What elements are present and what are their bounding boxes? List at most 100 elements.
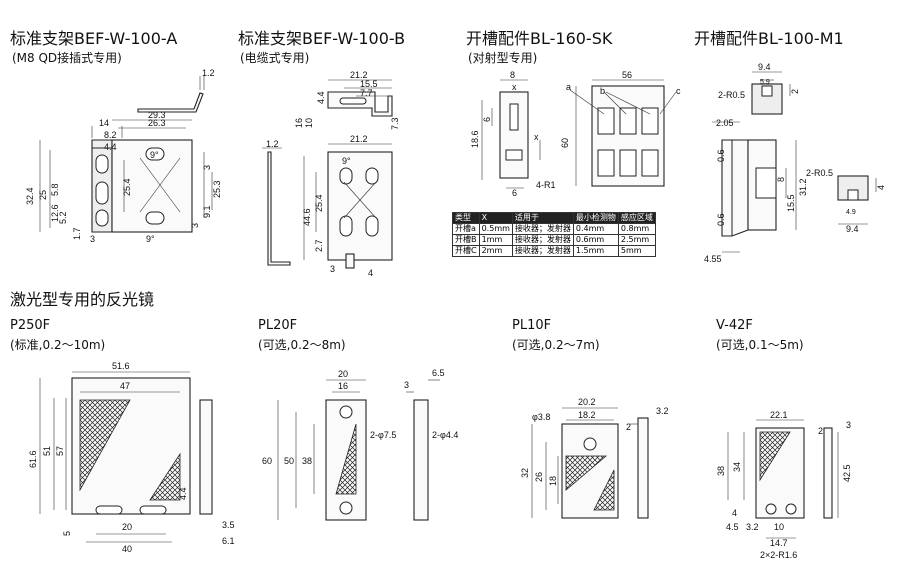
dim: 4.5 (726, 522, 739, 532)
bl100-end-notch (847, 189, 859, 201)
dim: 38 (302, 456, 312, 466)
table-header-cell: 类型 (452, 212, 480, 224)
table-header-row: 类型 X 适用于 最小检测物 感应区域 (452, 212, 656, 224)
dim: 4 (732, 508, 737, 518)
dim: 42.5 (842, 464, 852, 482)
bl160-slot-a1 (597, 107, 615, 135)
table-header-cell: 适用于 (511, 212, 574, 224)
bl160-slot-c2 (641, 149, 659, 177)
pl10f-reflector-lower (593, 469, 615, 511)
dim: 20.2 (578, 397, 596, 407)
bl160-slot-lower (505, 149, 523, 161)
bef-w-100-a-drawing (39, 76, 213, 233)
subtitle-v-42f: (可选,0.1～5m) (716, 338, 804, 352)
bef-a-slot-top (145, 147, 165, 161)
dim: 21.2 (350, 134, 368, 144)
dim: 2×2-R1.6 (760, 550, 797, 560)
table-cell: 接收器；发射器 (511, 223, 574, 235)
dim: 4-R1 (536, 180, 556, 190)
table-header-cell: X (478, 212, 513, 224)
dim: 56 (622, 70, 632, 80)
dim: 2-φ4.4 (432, 430, 458, 440)
dim: 51 (42, 446, 52, 456)
dim: 20 (122, 522, 132, 532)
dim: 2 (626, 422, 631, 432)
dim: 16 (294, 118, 304, 128)
dim: 3.2 (746, 522, 759, 532)
dim: 4 (368, 268, 373, 278)
dim: 4.4 (316, 91, 326, 104)
dim: 18 (548, 476, 558, 486)
dim: 7.7 (360, 88, 373, 98)
dim: φ3.8 (532, 412, 550, 422)
bl100-side-view (721, 139, 749, 237)
table-cell: 接收器；发射器 (511, 245, 574, 257)
pl10f-side-view (637, 417, 649, 519)
title-pl10f: PL10F (512, 318, 552, 333)
v42f-side-view (823, 427, 833, 519)
dim: 3 (90, 234, 95, 244)
dim: 44.6 (302, 208, 312, 226)
dim: 2-φ7.5 (370, 430, 396, 440)
bl-160-sk-drawing (481, 79, 677, 189)
dim: 16 (338, 381, 348, 391)
dim: 4.4 (104, 142, 117, 152)
table-cell: 接收器；发射器 (511, 234, 574, 246)
dim: 9° (150, 150, 159, 160)
table-cell: 开槽C (452, 245, 480, 257)
dim: 3 (330, 264, 335, 274)
dim: 15.5 (360, 79, 378, 89)
dim: 5.2 (58, 211, 68, 224)
table-cell: 0.6mm (572, 234, 619, 246)
dim: 9.4 (846, 224, 859, 234)
dim: 5.8 (50, 183, 60, 196)
pl10f-hole (583, 437, 597, 451)
pl10f-reflector-upper (565, 455, 608, 491)
title-bl-160-sk: 开槽配件BL-160-SK (466, 29, 613, 48)
dim: 6.1 (222, 536, 235, 546)
dim: 3 (202, 165, 212, 170)
subtitle-bef-w-100-a: (M8 QD接插式专用) (12, 51, 122, 65)
table-header-cell: 最小检测物 (572, 212, 619, 224)
dim: 10 (774, 522, 784, 532)
title-pl20f: PL20F (258, 318, 298, 333)
p250f-reflector-lower (149, 452, 181, 501)
dim: 22.1 (770, 410, 788, 420)
dim: 9.1 (202, 205, 212, 218)
table-cell: 开槽a (452, 223, 480, 235)
dim: 31.2 (798, 178, 808, 196)
table-row: 开槽B 1mm 接收器；发射器 0.6mm 2.5mm (452, 234, 656, 246)
dim: 4 (876, 185, 886, 190)
dim: 14 (99, 118, 109, 128)
dim: 1.2 (202, 68, 215, 78)
dim: 4.9 (846, 209, 856, 216)
dim: 9° (342, 156, 351, 166)
dim: 4.55 (704, 254, 722, 264)
dim: c (676, 86, 681, 96)
dim: 18.6 (470, 130, 480, 148)
dim: 8 (776, 177, 786, 182)
dim: 9° (146, 234, 155, 244)
subtitle-p250f: (标准,0.2～10m) (10, 338, 106, 352)
dim: 2 (790, 89, 800, 94)
bl-100-m1-drawing (712, 71, 877, 253)
subtitle-bef-w-100-b: (电缆式专用) (240, 51, 310, 65)
table-cell: 0.4mm (572, 223, 619, 235)
dim: 1.7 (72, 227, 82, 240)
table-cell: 开槽B (452, 234, 480, 246)
table-cell: 2mm (478, 245, 513, 257)
dim: 12.6 (50, 204, 60, 222)
bef-a-slot-bottom (145, 211, 165, 225)
dim: 2.05 (716, 118, 734, 128)
dim: 25.4 (122, 178, 132, 196)
dim: 0.6 (716, 213, 726, 226)
dim: 3.5 (222, 520, 235, 530)
pl20f-reflector (335, 423, 357, 495)
table-cell: 0.8mm (617, 223, 656, 235)
dim: 0.6 (716, 149, 726, 162)
p250f-drawing (39, 371, 213, 543)
dim: 26 (534, 472, 544, 482)
dim: 8.2 (104, 130, 117, 140)
v42f-reflector (759, 431, 791, 482)
